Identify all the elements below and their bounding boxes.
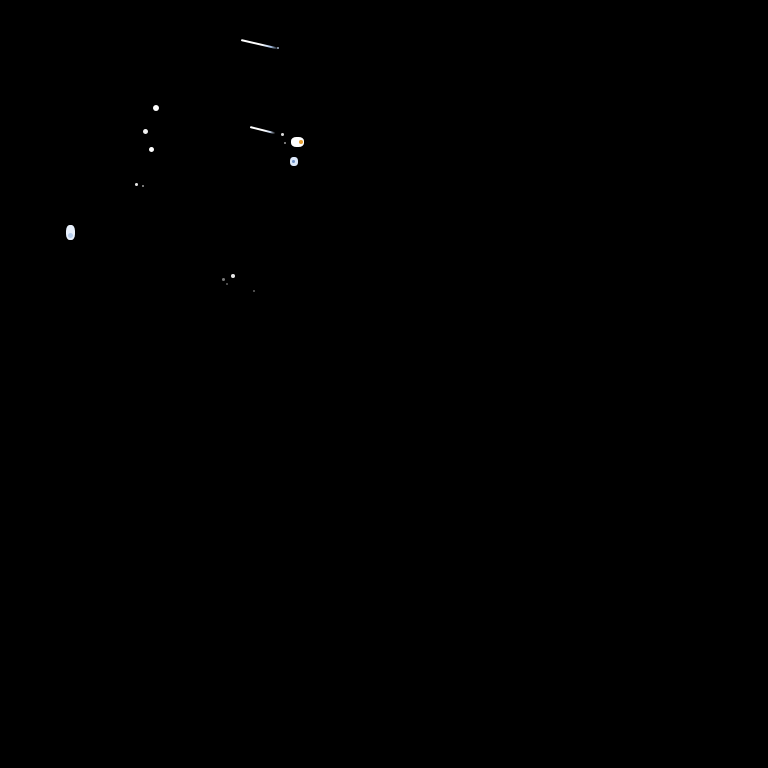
speck-d xyxy=(135,183,138,186)
mid-streak xyxy=(249,126,276,135)
blue-blob xyxy=(290,157,298,166)
speck-j xyxy=(226,283,228,285)
speck-h xyxy=(231,274,235,278)
left-blue-blob-accent xyxy=(68,233,73,238)
amber-blob-accent xyxy=(299,140,303,144)
speck-i xyxy=(222,278,225,281)
left-blue-blob xyxy=(66,225,75,240)
speck-a xyxy=(153,105,159,111)
speck-g xyxy=(284,142,286,144)
amber-blob xyxy=(291,137,304,147)
speck-c xyxy=(149,147,154,152)
speck-e xyxy=(142,185,144,187)
speck-f xyxy=(281,133,284,136)
speck-b xyxy=(143,129,148,134)
speck-l xyxy=(277,47,279,49)
upper-streak xyxy=(240,39,279,50)
speck-k xyxy=(253,290,255,292)
blue-blob-accent xyxy=(292,160,295,163)
